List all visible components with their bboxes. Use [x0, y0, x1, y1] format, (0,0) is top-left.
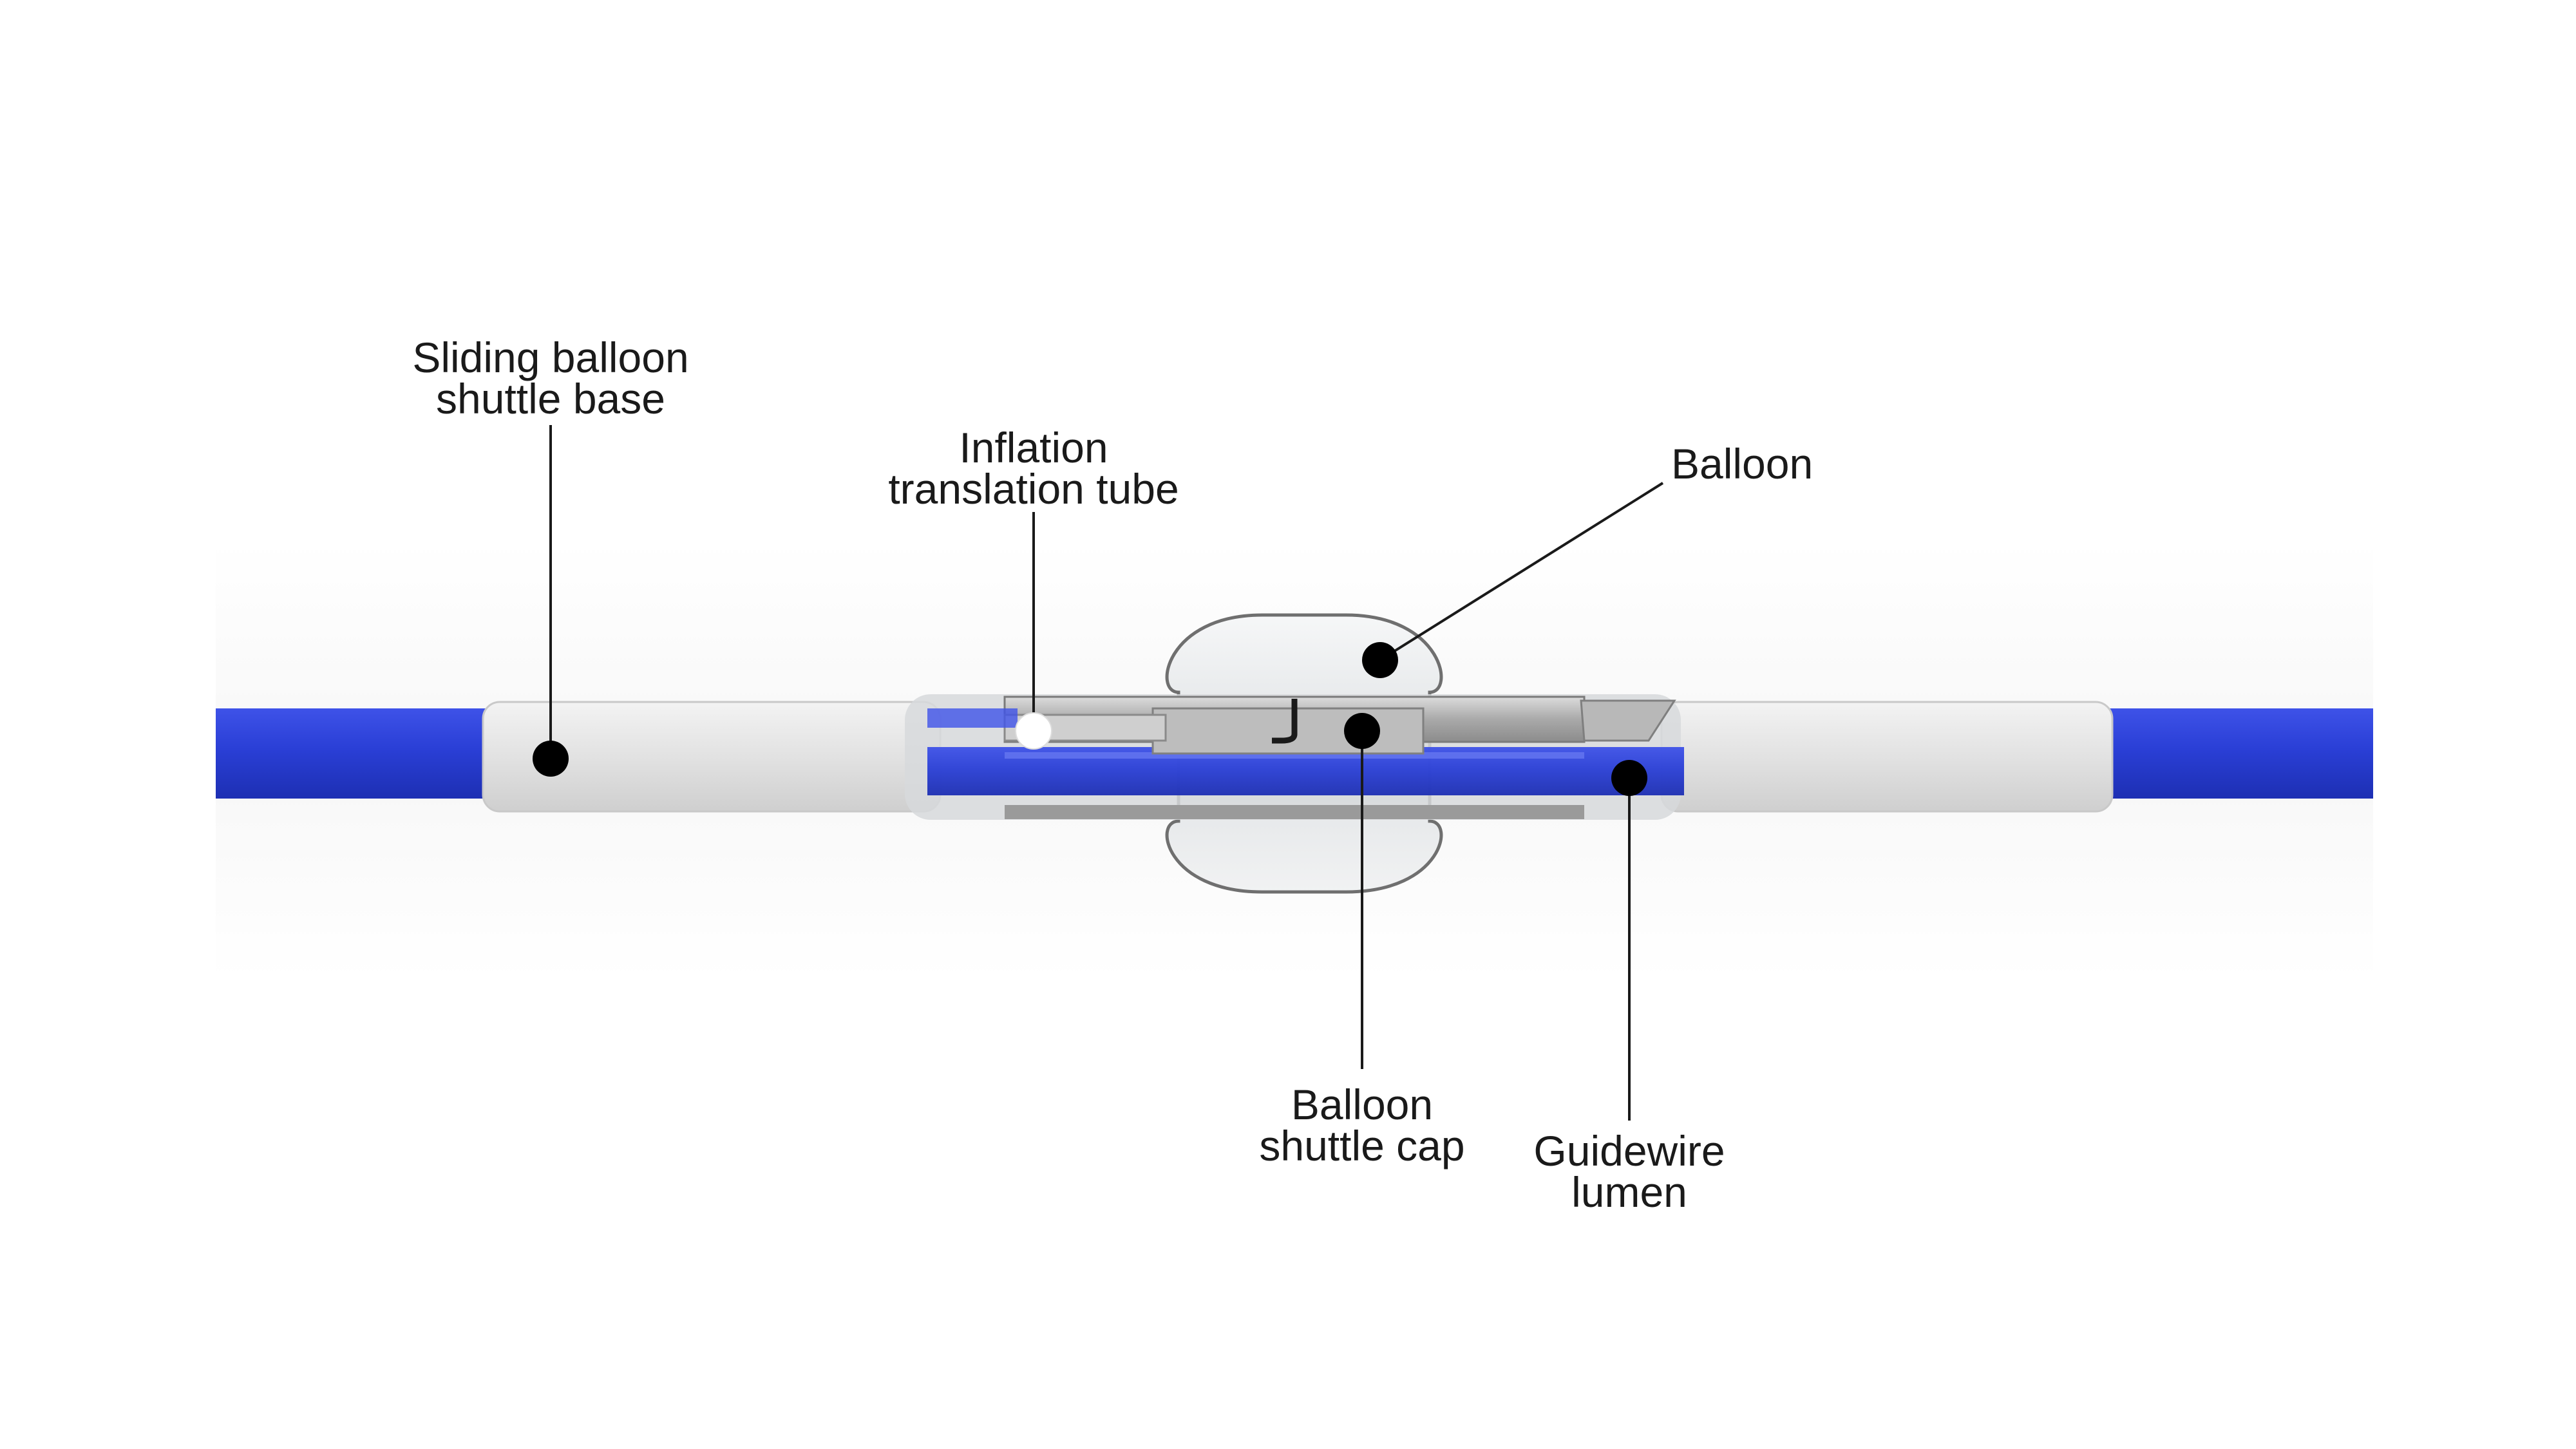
marker-dot-shuttle-cap [1344, 713, 1380, 749]
marker-dot-inflation-tube [1015, 712, 1052, 750]
shuttle-cap-body [1151, 707, 1425, 755]
label-inflation-tube-line1: Inflation [959, 424, 1108, 471]
cap-bevel-right [1580, 699, 1676, 742]
marker-dot-balloon [1362, 642, 1398, 678]
marker-dot-shuttle-base [533, 741, 569, 777]
inflation-tube-blue-segment [927, 708, 1018, 728]
label-shuttle-cap-line2: shuttle cap [1259, 1122, 1464, 1170]
leader-line-balloon [1379, 482, 1664, 661]
label-guidewire-line2: lumen [1571, 1168, 1687, 1216]
label-sliding-base-line2: shuttle base [436, 375, 665, 422]
catheter-shaft-right [2099, 708, 2373, 799]
marker-dot-guidewire [1611, 760, 1647, 796]
label-shuttle-cap-line1: Balloon [1291, 1081, 1433, 1128]
balloon-shuttle-cap-lower [1005, 805, 1584, 819]
shuttle-base-sleeve-right [1660, 701, 2114, 813]
label-inflation-tube-line2: translation tube [888, 465, 1179, 513]
guidewire-lumen-highlight [1005, 752, 1584, 759]
label-sliding-base-line1: Sliding balloon [412, 334, 688, 381]
label-guidewire-line1: Guidewire [1533, 1127, 1725, 1175]
catheter-shaft-left [216, 708, 499, 799]
inflation-port-hook [1272, 699, 1298, 744]
label-balloon: Balloon [1671, 440, 1813, 488]
